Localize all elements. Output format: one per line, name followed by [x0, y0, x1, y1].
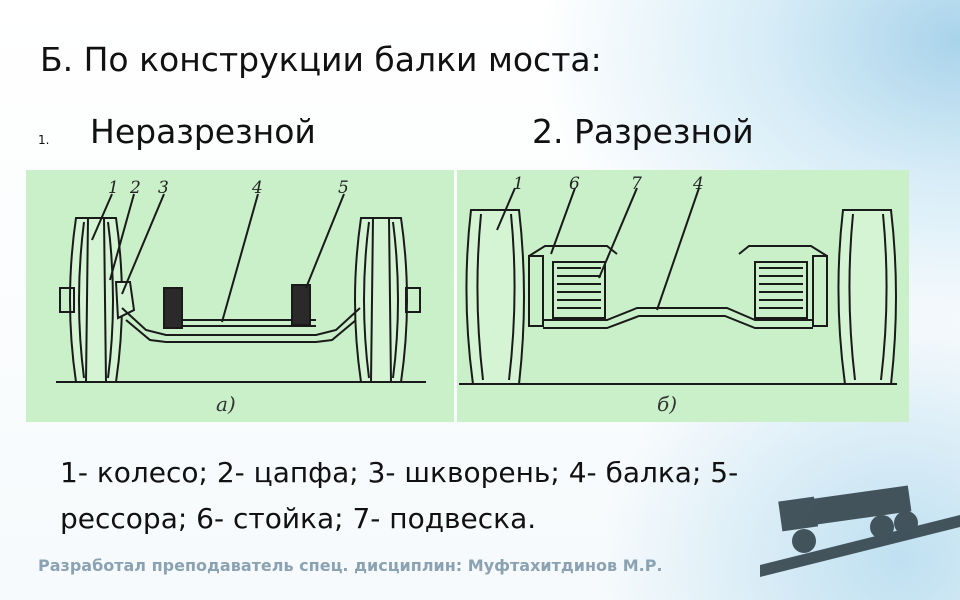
figure-a-caption: а)	[216, 392, 236, 416]
slide-title: Б. По конструкции балки моста:	[40, 40, 602, 79]
parts-legend: 1- колесо; 2- цапфа; 3- шкворень; 4- бал…	[60, 456, 739, 535]
callout-1b: 1	[513, 174, 524, 194]
truck-illustration	[760, 485, 960, 577]
list-number: 1.	[38, 133, 50, 147]
callout-5: 5	[338, 178, 349, 198]
callout-6: 6	[569, 174, 580, 194]
callout-7: 7	[631, 174, 642, 194]
callout-4b: 4	[693, 174, 704, 194]
figure-b-caption: б)	[657, 392, 678, 416]
callout-1: 1	[108, 178, 119, 198]
split-axle-drawing	[459, 187, 897, 385]
figure-solid-axle: 1 2 3 4 5 а)	[26, 170, 454, 422]
solid-axle-drawing	[56, 193, 426, 383]
callout-4: 4	[252, 178, 263, 198]
type-split-label: 2. Разрезной	[532, 112, 754, 151]
footer-author: Разработал преподаватель спец. дисциплин…	[38, 556, 663, 575]
callout-3: 3	[158, 178, 169, 198]
figure-split-axle: 1 6 7 4 б)	[457, 170, 909, 422]
callout-2: 2	[130, 178, 141, 198]
type-solid-label: Неразрезной	[90, 112, 316, 151]
